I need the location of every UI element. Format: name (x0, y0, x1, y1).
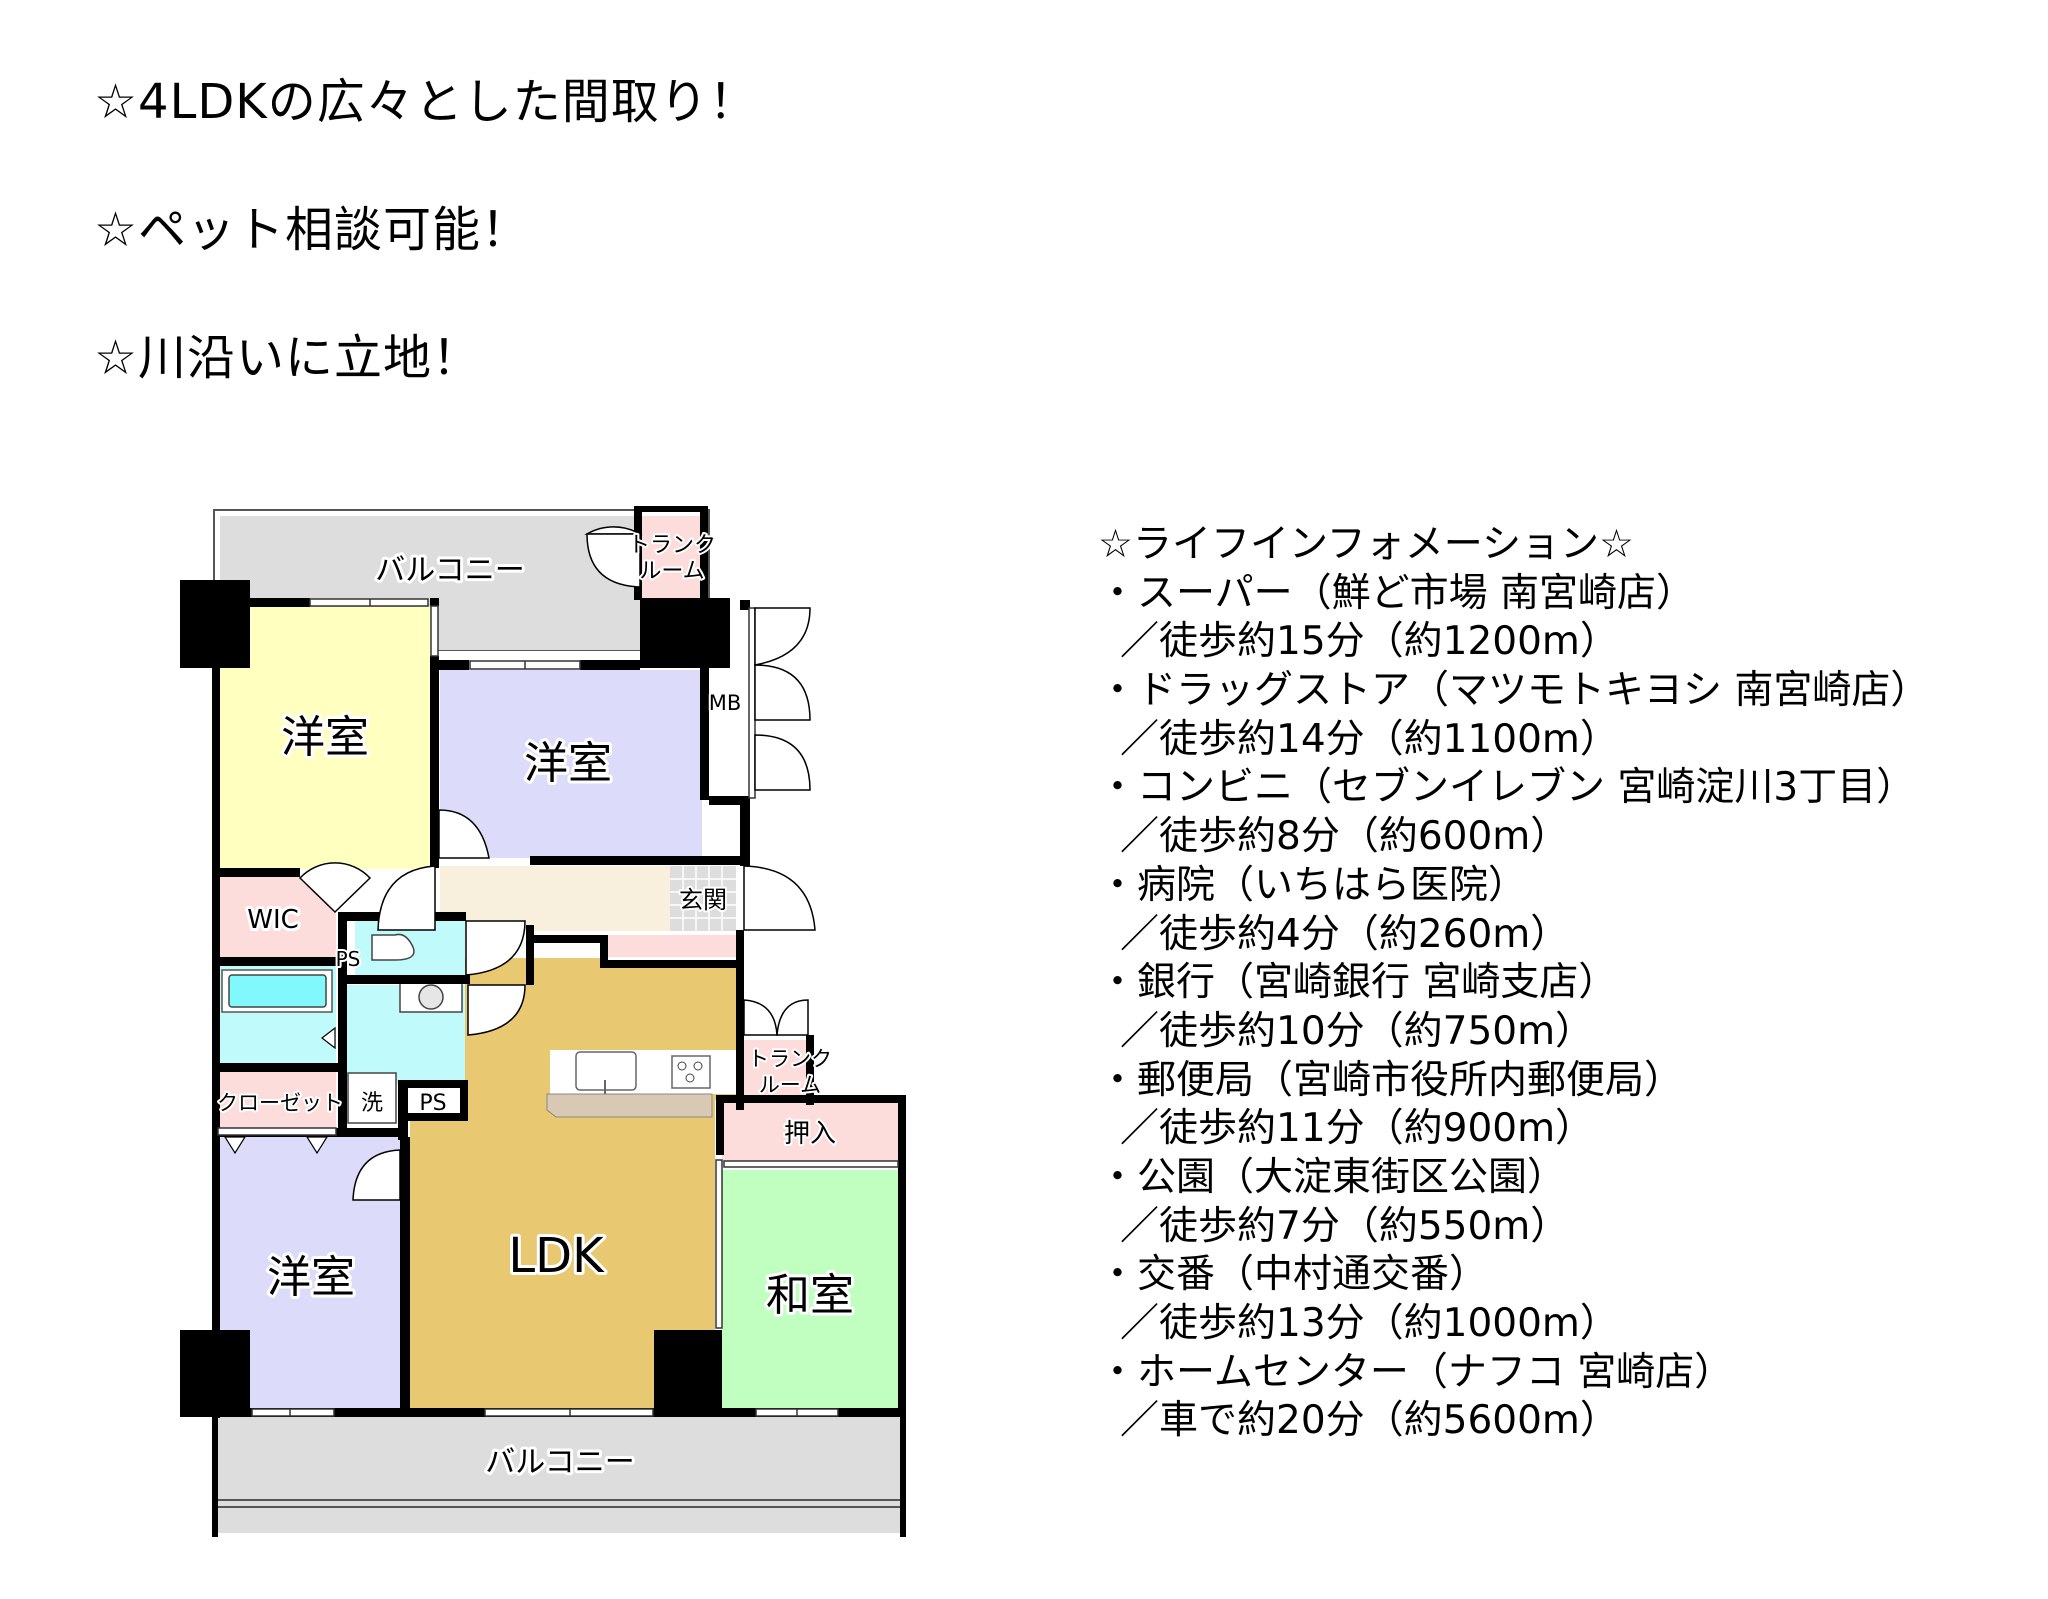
info-supermarket-distance: ／徒歩約15分（約1200m） (1120, 619, 1619, 665)
life-information-title: ☆ライフインフォメーション☆ (1098, 522, 1634, 567)
trunk-room-top-floor (640, 516, 702, 598)
info-drugstore: ・ドラッグストア（マツモトキヨシ 南宮崎店） (1098, 668, 1930, 714)
info-bank-distance: ／徒歩約10分（約750m） (1120, 1008, 1595, 1054)
info-convenience-store-distance: ／徒歩約8分（約600m） (1120, 814, 1570, 860)
info-supermarket: ・スーパー（鮮ど市場 南宮崎店） (1098, 570, 1696, 616)
headline-riverside: ☆川沿いに立地！ (94, 330, 482, 386)
info-home-center-distance: ／車で約20分（約5600m） (1120, 1398, 1619, 1444)
pillar (654, 1330, 722, 1417)
info-post-office-distance: ／徒歩約11分（約900m） (1120, 1106, 1595, 1152)
info-home-center: ・ホームセンター（ナフコ 宮崎店） (1098, 1349, 1734, 1395)
trunk-room-top-label-2: ルーム (639, 559, 704, 584)
entrance-label: 玄関 (679, 886, 727, 914)
trunk-room-mid-label-1: トランク (748, 1047, 832, 1071)
western-room-1-floor (218, 607, 432, 869)
oshiire-label: 押入 (784, 1119, 836, 1149)
japanese-room-floor (722, 1170, 898, 1413)
balcony-bottom-area (212, 1413, 906, 1537)
balcony-top-label: バルコニー (375, 553, 524, 588)
western-room-3-label: 洋室 (267, 1252, 355, 1303)
western-room-2-floor (440, 670, 702, 858)
pipe-space-2-label: PS (419, 1091, 446, 1116)
stove-icon (671, 1055, 711, 1089)
japanese-room-label: 和室 (766, 1270, 854, 1321)
door-swings (298, 526, 816, 1201)
closet-floor (218, 1070, 336, 1128)
entrance-tile-grid (670, 866, 736, 931)
oshiire-floor (722, 1103, 898, 1161)
toilet-icon (371, 933, 415, 961)
life-information-panel: ☆ライフインフォメーション☆ ・スーパー（鮮ど市場 南宮崎店） ／徒歩約15分（… (1098, 521, 1929, 1446)
pillar (640, 598, 730, 668)
closet-fold-marks (223, 1026, 336, 1155)
meter-box-label: MB (709, 691, 742, 715)
entrance-floor (670, 866, 736, 931)
balcony-bottom-label: バルコニー (485, 1445, 634, 1480)
western-room-1-label: 洋室 (281, 712, 369, 763)
walls (180, 506, 906, 1418)
info-drugstore-distance: ／徒歩約14分（約1100m） (1120, 716, 1619, 762)
closet-label: クローゼット (217, 1091, 343, 1115)
info-police-box: ・交番（中村通交番） (1098, 1252, 1489, 1298)
trunk-room-top-label-1: トランク (628, 533, 716, 558)
wic-label: WIC (247, 905, 299, 935)
info-bank: ・銀行（宮崎銀行 宮崎支店） (1098, 960, 1618, 1006)
pipe-space-1-label: PS (336, 947, 361, 971)
info-park: ・公園（大淀東街区公園） (1098, 1154, 1567, 1200)
washer-space (347, 1072, 397, 1124)
info-hospital-distance: ／徒歩約4分（約260m） (1120, 911, 1570, 957)
trunk-room-mid-floor (742, 1040, 808, 1095)
washbasin-icon (399, 981, 463, 1013)
windows (217, 598, 899, 1417)
headline-layout: ☆4LDKの広々とした間取り！ (94, 74, 758, 130)
trunk-room-mid-label-2: ルーム (759, 1073, 821, 1097)
ldk-label: LDK (508, 1228, 605, 1284)
pillar (180, 580, 250, 668)
info-police-box-distance: ／徒歩約13分（約1000m） (1120, 1301, 1619, 1346)
info-convenience-store: ・コンビニ（セブンイレブン 宮崎淀川3丁目） (1098, 765, 1916, 811)
hall-closet-floor (608, 935, 736, 957)
pipe-space-2-box (405, 1087, 460, 1115)
info-park-distance: ／徒歩約7分（約550m） (1120, 1203, 1570, 1249)
western-room-2-label: 洋室 (524, 738, 612, 789)
headline-pets: ☆ペット相談可能！ (94, 202, 531, 258)
bathtub-icon (221, 969, 333, 1013)
hallway-floor (440, 866, 670, 931)
washer-label: 洗 (361, 1091, 383, 1116)
kitchen-counter (546, 1050, 736, 1118)
info-hospital: ・病院（いちはら医院） (1098, 862, 1528, 908)
info-post-office: ・郵便局（宮崎市役所内郵便局） (1098, 1057, 1684, 1103)
